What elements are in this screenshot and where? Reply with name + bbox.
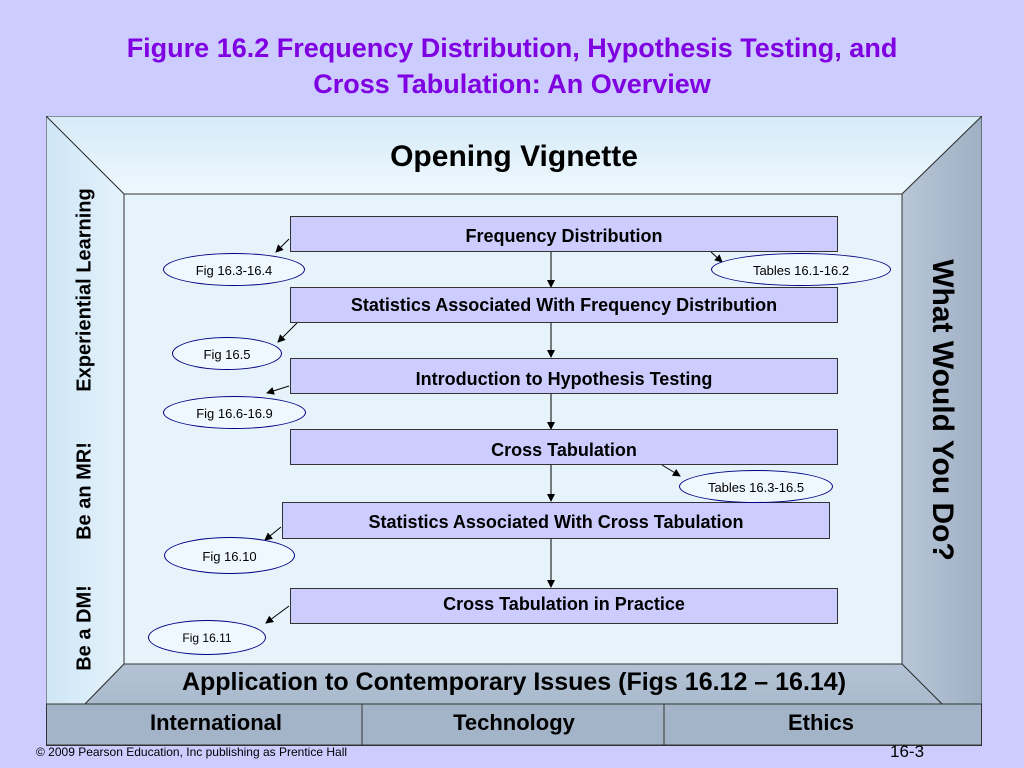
oval-fig-16-5: Fig 16.5 [172,337,282,370]
cell-technology: Technology [453,710,575,735]
oval-arrow-2 [710,251,723,263]
oval-fig-16-11: Fig 16.11 [148,620,266,655]
oval-arrow-4 [266,385,290,395]
frame-bottom-label: Application to Contemporary Issues (Figs… [181,668,847,696]
oval-arrow-6 [264,526,282,541]
page-title: Figure 16.2 Frequency Distribution, Hypo… [0,30,1024,102]
frame-top-label: Opening Vignette [390,140,638,173]
box-statistics-frequency-distribution: Statistics Associated With Frequency Dis… [290,287,838,323]
oval-fig-16-10: Fig 16.10 [164,537,295,574]
box-frequency-distribution: Frequency Distribution [290,216,838,252]
cell-international: International [149,710,282,735]
oval-arrow-1 [275,238,290,253]
oval-fig-16-3-16-4: Fig 16.3-16.4 [163,253,305,286]
title-line-1: Figure 16.2 Frequency Distribution, Hypo… [126,33,898,63]
oval-tables-16-1-16-2: Tables 16.1-16.2 [711,253,891,286]
oval-tables-16-3-16-5: Tables 16.3-16.5 [679,470,833,503]
oval-arrow-7 [265,605,290,624]
oval-fig-16-6-16-9: Fig 16.6-16.9 [163,396,306,429]
box-statistics-cross-tabulation: Statistics Associated With Cross Tabulat… [282,502,830,539]
box-hypothesis-testing: Introduction to Hypothesis Testing [290,358,838,394]
box-cross-tabulation: Cross Tabulation [290,429,838,465]
title-line-2: Cross Tabulation: An Overview [313,69,711,99]
oval-arrow-5 [661,464,681,477]
box-cross-tabulation-practice: Cross Tabulation in Practice [290,588,838,624]
page-number: 16-3 [890,742,925,761]
oval-arrow-3 [277,322,298,343]
cell-ethics: Ethics [787,710,855,735]
copyright-footer: © 2009 Pearson Education, Inc publishing… [36,745,348,759]
